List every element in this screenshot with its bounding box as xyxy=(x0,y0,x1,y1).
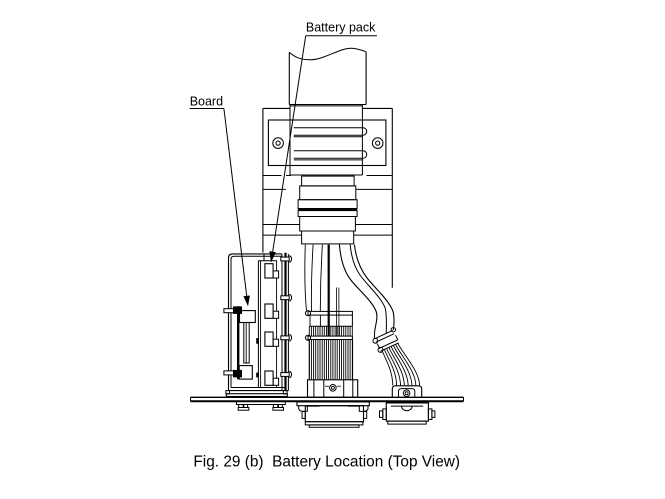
svg-text:Battery pack: Battery pack xyxy=(306,21,376,35)
svg-text:Fig. 29 (b) Battery Location: Fig. 29 (b) Battery Location (Top View) xyxy=(193,454,460,471)
svg-text:Board: Board xyxy=(190,95,223,109)
